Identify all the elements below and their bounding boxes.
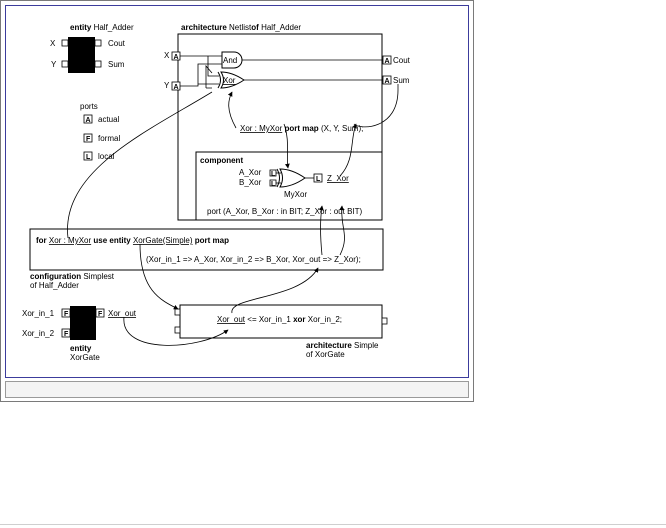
xorgate-in1-letter: F [64, 311, 69, 318]
arch-port-cout-letter: A [385, 58, 390, 65]
xorgate-entity-kw: entity [70, 344, 92, 353]
legend-formal-box [83, 133, 93, 143]
wire-xor-pins [205, 64, 213, 89]
connector-out-to-architecture [123, 316, 229, 346]
configuration-of-label: of Half_Adder [30, 281, 79, 290]
arch-port-y-label: Y [164, 81, 170, 90]
port-y-label: Y [51, 60, 57, 69]
entity-half-adder-title: entity Half_Adder [70, 23, 134, 32]
arch-port-sum-letter: A [385, 78, 390, 85]
connector-instance-to-xor [227, 91, 237, 129]
xorgate-out-letter: F [98, 311, 103, 318]
architecture-simple: Xor_out <= Xor_in_1 xor Xor_in_2; archit… [174, 304, 388, 359]
configuration-label: configuration Simplest [30, 272, 115, 281]
component-gate-name: MyXor [284, 190, 307, 199]
xor-gate-back-curve [217, 71, 221, 89]
entity-xorgate-block [70, 306, 96, 340]
configuration-box [29, 228, 384, 271]
configuration-mapping-line: (Xor_in_1 => A_Xor, Xor_in_2 => B_Xor, X… [146, 255, 361, 264]
mapping-connectors [67, 84, 399, 346]
legend-local-box [83, 151, 93, 161]
connector-sum-loop [353, 89, 399, 128]
xorgate-out-box [95, 308, 105, 318]
arch-port-cout-label: Cout [393, 56, 411, 65]
connector-component-to-sum [339, 123, 357, 177]
legend-actual-box [83, 114, 93, 124]
configuration-block: for Xor : MyXor use entity XorGate(Simpl… [29, 228, 384, 290]
arch-simple-out-port [381, 317, 388, 325]
entity-half-adder-block [68, 37, 95, 73]
arch-port-x-label: X [164, 51, 170, 60]
component-out-box [313, 173, 323, 183]
component-port-line: port (A_Xor, B_Xor : in BIT; Z_Xor : out… [207, 207, 363, 216]
component-title: component [200, 156, 243, 165]
xor-gate [220, 71, 245, 89]
legend-local-label: local [98, 152, 115, 161]
arch-port-y-letter: A [174, 84, 179, 91]
caption-bar [5, 381, 469, 398]
arch-simple-in2-port [174, 326, 181, 334]
port-legend: ports A actual F formal L local [80, 102, 120, 161]
architecture-simple-box [179, 304, 383, 339]
port-sum-square [94, 60, 102, 68]
component-in-b-letter: L [271, 181, 276, 188]
port-x-square [61, 39, 69, 47]
legend-formal-letter: F [86, 136, 91, 143]
legend-actual-label: actual [98, 115, 120, 124]
connector-mapping-to-zxor [339, 205, 345, 256]
port-x-label: X [50, 39, 56, 48]
page-bottom-rule [0, 524, 666, 525]
xorgate-entity-name: XorGate [70, 353, 100, 362]
port-cout-square [94, 39, 102, 47]
port-cout-label: Cout [108, 39, 126, 48]
xorgate-out-label: Xor_out [108, 309, 137, 318]
legend-local-letter: L [86, 154, 91, 161]
wire-y [180, 63, 222, 87]
architecture-netlist-title: architecture Netlistof Half_Adder [181, 23, 301, 32]
legend-title: ports [80, 102, 98, 111]
component-in-a-letter: L [271, 171, 276, 178]
arch-port-x-letter: A [174, 54, 179, 61]
legend-formal-label: formal [98, 134, 120, 143]
xorgate-in2-box [61, 328, 71, 338]
xorgate-in2-letter: F [64, 331, 69, 338]
connector-arch-to-mapping [231, 267, 319, 314]
xorgate-in2-label: Xor_in_2 [22, 329, 55, 338]
xorgate-in1-label: Xor_in_1 [22, 309, 55, 318]
and-gate [221, 51, 243, 69]
connector-inst-label-to-config [67, 91, 213, 239]
netlist-wires [180, 55, 383, 89]
xor-gate-label: Xor [223, 76, 236, 85]
component-in-b-label: B_Xor [239, 178, 262, 187]
configuration-for-line: for Xor : MyXor use entity XorGate(Simpl… [36, 236, 229, 245]
component-out-label: Z_Xor [327, 174, 349, 183]
component-xor-symbol [279, 168, 306, 188]
connector-mapping-to-port [319, 205, 324, 256]
connector-portmap-to-component [283, 123, 290, 169]
architecture-netlist: architecture Netlistof Half_Adder X Y A … [164, 23, 411, 221]
vhdl-configuration-diagram: entity Half_Adder X Y Cout Sum ports A a… [22, 23, 411, 362]
arch-simple-in1-port [174, 308, 181, 316]
architecture-simple-statement: Xor_out <= Xor_in_1 xor Xor_in_2; [217, 315, 342, 324]
architecture-simple-title: architecture Simple [306, 341, 379, 350]
port-y-square [61, 60, 69, 68]
xorgate-in1-box [61, 308, 71, 318]
component-in-a-label: A_Xor [239, 168, 262, 177]
legend-actual-letter: A [86, 117, 91, 124]
and-gate-label: And [223, 56, 237, 65]
arch-port-sum-label: Sum [393, 76, 410, 85]
connector-config-to-xorgate [139, 243, 179, 310]
port-sum-label: Sum [108, 60, 125, 69]
component-out-letter: L [316, 176, 321, 183]
entity-xorgate: F F F Xor_in_1 Xor_in_2 Xor_out entity X… [22, 306, 137, 362]
wire-x-branch [207, 56, 219, 77]
component-xor-back-curve [276, 168, 280, 188]
architecture-simple-of: of XorGate [306, 350, 345, 359]
entity-half-adder: entity Half_Adder X Y Cout Sum [50, 23, 134, 73]
instance-statement: Xor : MyXor port map (X, Y, Sum); [240, 124, 363, 133]
